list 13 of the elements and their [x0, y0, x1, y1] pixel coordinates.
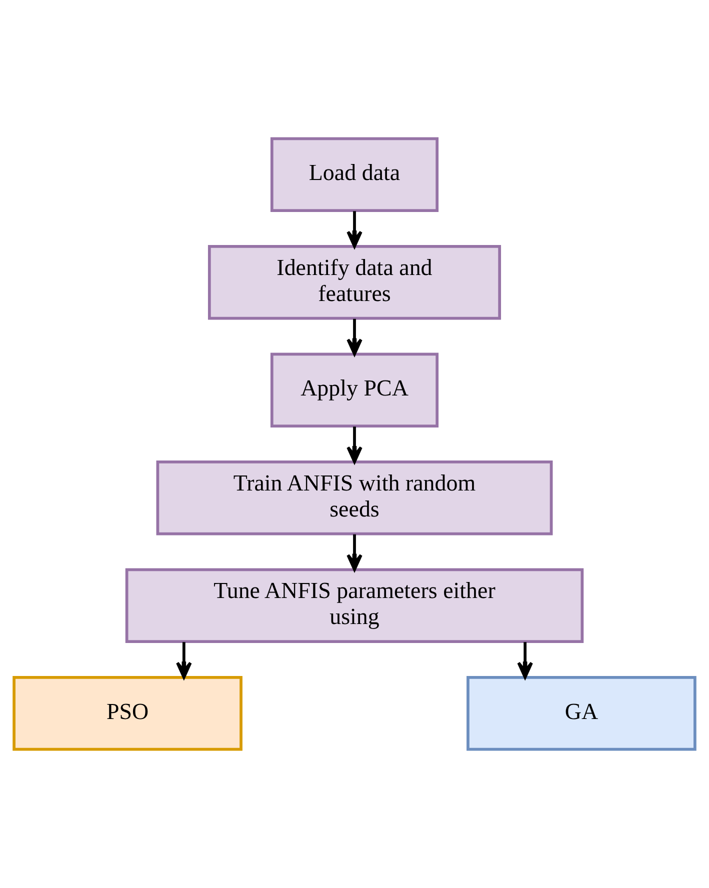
node-box: Identify data and features: [208, 245, 502, 320]
arrow: [346, 426, 362, 464]
arrow: [346, 211, 362, 248]
node-box: GA: [466, 676, 696, 751]
arrow: [517, 642, 533, 679]
node-box: Train ANFIS with random seeds: [156, 460, 553, 536]
node-box: Apply PCA: [270, 352, 439, 428]
node-box: Tune ANFIS parameters either using: [125, 568, 584, 643]
arrow: [346, 534, 362, 571]
node-box: PSO: [12, 676, 242, 751]
node-box: Load data: [270, 137, 439, 212]
arrow: [346, 318, 362, 356]
arrow: [176, 642, 192, 679]
